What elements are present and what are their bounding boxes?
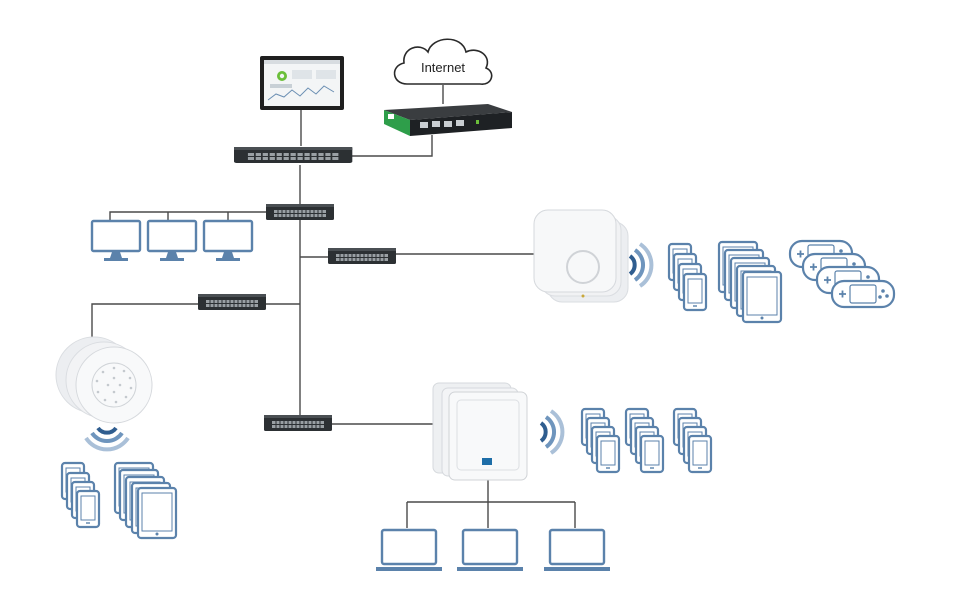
switch-3 bbox=[197, 293, 267, 311]
laptop-icon bbox=[542, 528, 612, 573]
wireless-access-point-icon bbox=[432, 382, 528, 481]
dashboard-monitor-icon bbox=[260, 56, 344, 110]
core-switch bbox=[233, 146, 354, 164]
cloud-icon: Internet bbox=[393, 38, 493, 85]
wifi-signal-icon bbox=[539, 409, 565, 455]
wifi-signal-icon bbox=[628, 242, 654, 288]
laptop-icon bbox=[374, 528, 444, 573]
desktop-icon bbox=[146, 219, 198, 263]
desktop-icon bbox=[90, 219, 142, 263]
wifi-signal-icon bbox=[84, 426, 130, 452]
phone-group-left bbox=[60, 461, 101, 529]
laptop-group bbox=[374, 528, 612, 573]
desktop-group bbox=[90, 219, 254, 263]
phone-group-center-2 bbox=[624, 407, 665, 474]
wireless-access-point-icon bbox=[55, 336, 153, 424]
connection-lines bbox=[91, 85, 576, 528]
laptop-icon bbox=[455, 528, 525, 573]
tablet-group-left bbox=[113, 461, 178, 540]
phone-group-center-3 bbox=[672, 407, 713, 474]
phone-group-right bbox=[667, 242, 708, 312]
router-gateway-icon bbox=[384, 104, 512, 136]
gamepad-group bbox=[788, 239, 896, 309]
desktop-icon bbox=[202, 219, 254, 263]
tablet-group-right bbox=[717, 240, 783, 324]
phone-group-center-1 bbox=[580, 407, 621, 474]
switch-4 bbox=[263, 414, 333, 432]
switch-2 bbox=[327, 247, 397, 265]
wireless-access-point-icon bbox=[533, 209, 629, 303]
switch-1 bbox=[265, 203, 335, 221]
internet-label: Internet bbox=[421, 60, 465, 75]
